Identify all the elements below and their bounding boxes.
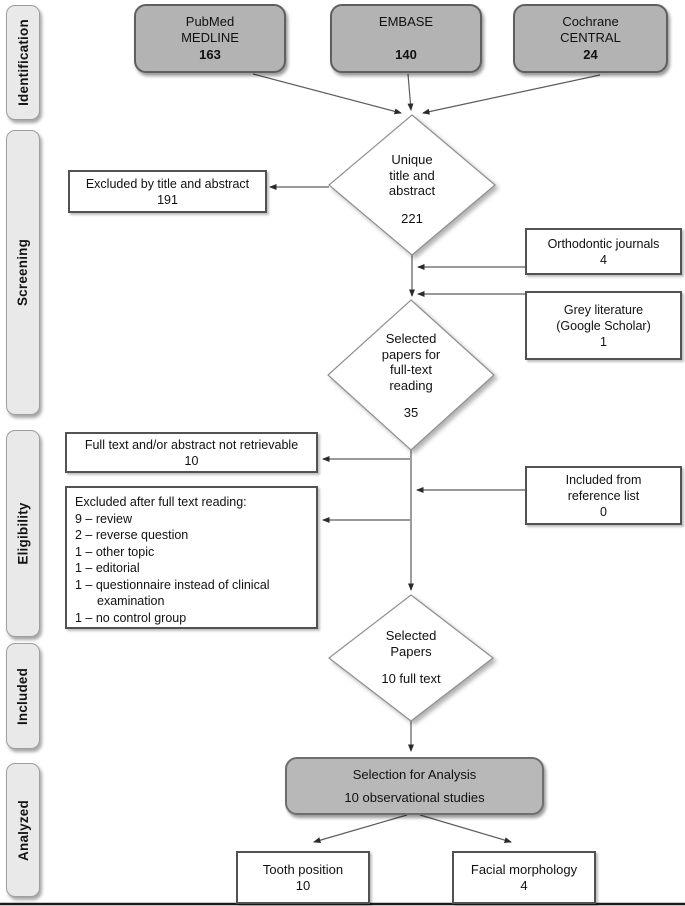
diamond-fulltext-line1: Selected [385, 331, 437, 346]
source-cochrane-count: 24 [583, 47, 598, 62]
diamond-unique-line3: abstract [388, 183, 436, 198]
analysis-box: Selection for Analysis 10 observational … [285, 757, 544, 815]
outcome-tooth-count: 10 [295, 877, 311, 893]
diamond-unique-line1: Unique [391, 152, 433, 167]
stage-identification-label: Identification [15, 19, 31, 106]
outcome-facial-label: Facial morphology [470, 861, 578, 877]
excluded-fulltext-item: 9 – review [75, 511, 132, 526]
stage-screening-label: Screening [15, 238, 31, 307]
orthodontic-journals-label: Orthodontic journals [547, 236, 660, 251]
diamond-fulltext-line3: full-text [390, 362, 432, 377]
stage-included: Included [6, 643, 40, 749]
diamond-unique-line2: title and [389, 167, 435, 183]
diamond-fulltext-line4: reading [389, 377, 433, 393]
analysis-title: Selection for Analysis [352, 767, 477, 782]
source-box-pubmed: PubMed MEDLINE 163 [134, 4, 286, 73]
source-box-embase: EMBASE 140 [330, 4, 482, 73]
source-box-cochrane: Cochrane CENTRAL 24 [513, 4, 668, 73]
stage-eligibility-label: Eligibility [15, 502, 31, 565]
source-pubmed-line1: PubMed [185, 14, 235, 29]
reference-list-count: 0 [600, 504, 607, 519]
source-pubmed-line2: MEDLINE [181, 30, 239, 45]
stage-eligibility: Eligibility [6, 430, 40, 637]
outcome-tooth-label: Tooth position [262, 861, 344, 877]
excluded-title-abstract-label: Excluded by title and abstract [85, 176, 250, 191]
excluded-fulltext-item: 2 – reverse question [75, 528, 189, 542]
not-retrievable-count: 10 [184, 453, 199, 468]
grey-literature-line2: (Google Scholar) [556, 318, 651, 333]
arrow-pubmed-to-unique [252, 73, 402, 115]
arrow-embase-to-unique [407, 73, 414, 111]
stage-identification: Identification [6, 5, 40, 120]
diamond-unique-text: Unique title and abstract 221 [352, 152, 472, 226]
diamond-selected-line1: Selected [385, 628, 437, 643]
source-pubmed-count: 163 [199, 47, 221, 62]
arrow-cochrane-to-unique [422, 74, 601, 115]
stage-analyzed-label: Analyzed [15, 799, 31, 861]
diamond-selected-line2: Papers [390, 643, 432, 659]
diamond-selected-shape [328, 594, 494, 722]
diamond-fulltext-shape [327, 299, 495, 451]
orthodontic-journals-count: 4 [600, 252, 607, 267]
stage-included-label: Included [15, 667, 31, 725]
reference-list-box: Included from reference list 0 [525, 466, 682, 525]
source-cochrane-line1: Cochrane [562, 14, 619, 29]
stage-analyzed: Analyzed [6, 763, 40, 897]
reference-list-line2: reference list [567, 488, 640, 503]
diamond-fulltext-line2: papers for [381, 346, 441, 362]
arrow-analysis-to-tooth [313, 814, 408, 844]
diamond-selected-text: Selected Papers 10 full text [341, 628, 481, 687]
stage-screening: Screening [6, 130, 40, 415]
outcome-facial-count: 4 [520, 877, 528, 893]
excluded-fulltext-item: 1 – other topic [75, 544, 155, 559]
diamond-fulltext-count: 35 [403, 405, 419, 420]
excluded-title-abstract-box: Excluded by title and abstract 191 [68, 170, 267, 213]
diamond-fulltext-text: Selected papers for full-text reading 35 [351, 331, 471, 421]
source-embase-count: 140 [395, 47, 417, 62]
outcome-tooth-box: Tooth position 10 [236, 851, 370, 904]
not-retrievable-label: Full text and/or abstract not retrievabl… [84, 437, 299, 452]
diamond-unique-count: 221 [401, 210, 423, 226]
excluded-fulltext-item: 1 – editorial [75, 561, 140, 575]
grey-literature-box: Grey literature (Google Scholar) 1 [525, 291, 682, 360]
diamond-unique-shape [328, 114, 496, 256]
arrow-analysis-to-facial [419, 814, 512, 844]
excluded-fulltext-title: Excluded after full text reading: [75, 495, 247, 509]
excluded-fulltext-item: 1 – questionnaire instead of clinical ex… [75, 577, 270, 609]
analysis-subtitle: 10 observational studies [344, 790, 485, 805]
reference-list-line1: Included from [565, 472, 642, 487]
source-embase-line1: EMBASE [378, 14, 434, 29]
source-cochrane-line2: CENTRAL [560, 30, 621, 45]
outcome-facial-box: Facial morphology 4 [452, 851, 596, 904]
excluded-title-abstract-count: 191 [157, 192, 178, 207]
excluded-fulltext-item: 1 – no control group [75, 610, 187, 625]
grey-literature-count: 1 [600, 334, 607, 349]
not-retrievable-box: Full text and/or abstract not retrievabl… [65, 432, 318, 473]
grey-literature-line1: Grey literature [563, 302, 644, 317]
orthodontic-journals-box: Orthodontic journals 4 [525, 228, 682, 275]
excluded-fulltext-box: Excluded after full text reading: 9 – re… [65, 486, 318, 629]
diamond-selected-count: 10 full text [381, 671, 441, 686]
